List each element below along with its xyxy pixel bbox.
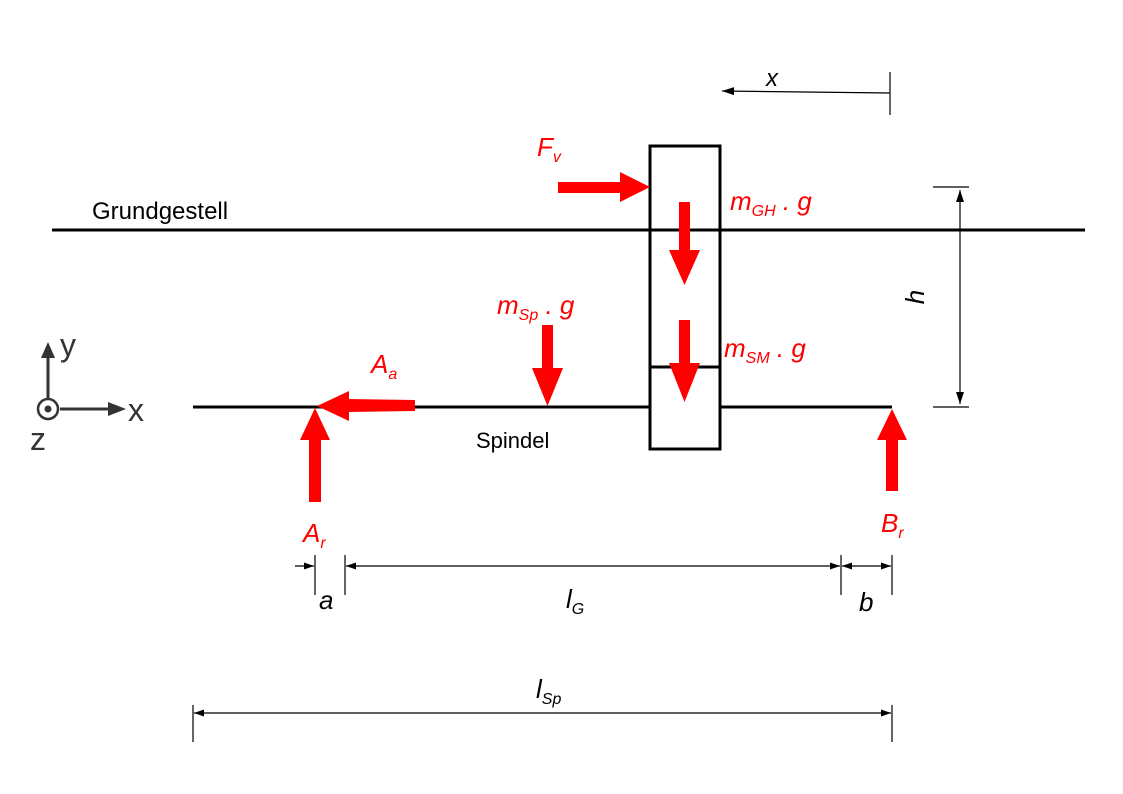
force-fv-arrow <box>558 172 650 202</box>
force-msm-arrow <box>669 320 700 402</box>
force-msm-label: mSM . g <box>724 333 806 367</box>
axis-y-label: y <box>60 327 76 363</box>
grundgestell-label: Grundgestell <box>92 198 228 225</box>
force-ar-label: Ar <box>301 518 326 552</box>
force-msp-arrow <box>532 325 563 406</box>
coordinate-system: y x z <box>30 327 144 457</box>
axis-x-label: x <box>128 392 144 428</box>
x-direction-label: x <box>765 65 779 92</box>
force-fv-label: Fv <box>537 132 562 166</box>
h-dimension: h <box>900 186 969 408</box>
force-br-label: Br <box>881 508 904 542</box>
force-msp-label: mSp . g <box>497 290 575 324</box>
spindel-label: Spindel <box>476 428 549 453</box>
dimension-a-label: a <box>319 585 333 615</box>
dimension-lsp-label: lSp <box>536 674 561 708</box>
h-label: h <box>900 290 930 304</box>
x-direction-indicator: x <box>721 65 891 115</box>
force-ar-arrow <box>300 408 330 502</box>
force-mgh-label: mGH . g <box>730 186 812 220</box>
force-aa-label: Aa <box>369 349 397 383</box>
dimension-b-label: b <box>859 587 873 617</box>
force-mgh-arrow <box>669 202 700 285</box>
force-aa-arrow <box>317 391 415 421</box>
dimension-lg-label: lG <box>566 584 584 618</box>
force-br-arrow <box>877 409 907 491</box>
dimension-lsp <box>192 705 893 742</box>
dimension-row-a-lg-b <box>295 555 893 595</box>
carriage-block <box>648 144 722 451</box>
axis-z-label: z <box>30 421 46 457</box>
